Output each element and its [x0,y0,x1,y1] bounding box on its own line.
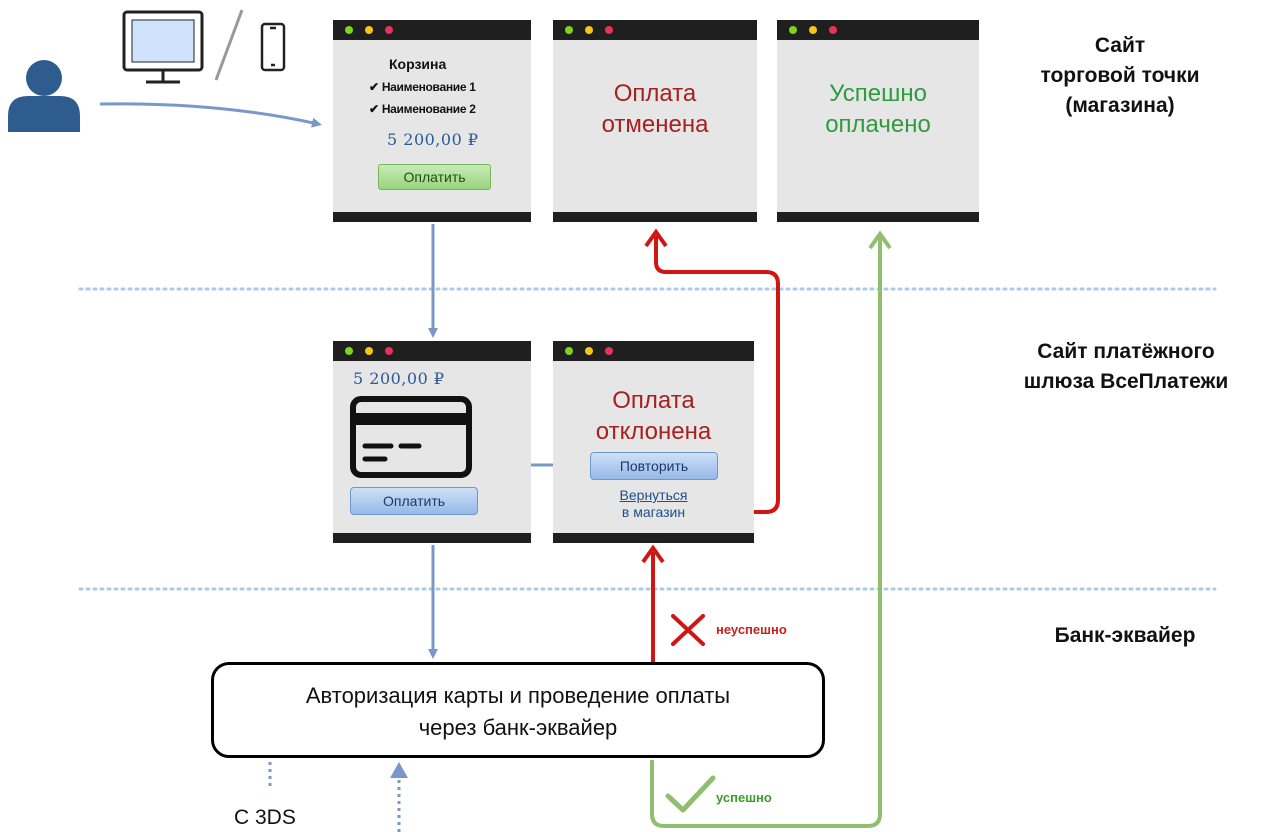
success-window: Успешно оплачено [777,20,979,222]
user-icon [8,60,80,132]
declined-window: Оплата отклонена Повторить Вернуться в м… [553,341,754,543]
fail-label: неуспешно [716,622,787,637]
card-pay-button[interactable]: Оплатить [350,487,478,515]
bank-authorization-box: Авторизация карты и проведение оплаты че… [211,662,825,758]
window-titlebar [333,341,531,361]
cancelled-line-1: Оплата [613,80,697,107]
window-bottombar [777,212,979,222]
check-icon: ✔ [369,102,379,116]
3ds-return-arrowhead [390,762,408,778]
cart-price: 5 200,00 ₽ [387,130,479,149]
cart-pay-button[interactable]: Оплатить [378,164,491,190]
card-window: 5 200,00 ₽ Оплатить [333,341,531,543]
success-line-1: Успешно [829,80,927,107]
arrow-user-to-cart [99,102,322,128]
declined-status: Оплата отклонена [553,385,754,447]
red-dot [605,26,613,34]
cart-item-label: Наименование 2 [381,102,476,116]
yellow-dot [585,347,593,355]
gateway-label-line-1: Сайт платёжного [1037,340,1215,363]
yellow-dot [365,26,373,34]
red-dot [605,347,613,355]
window-titlebar [333,20,531,40]
green-dot [565,26,573,34]
retry-button[interactable]: Повторить [590,452,718,480]
cart-item-label: Наименование 1 [381,80,476,94]
window-bottombar [553,533,754,543]
cancelled-line-2: отменена [601,111,709,138]
cart-item-2: ✔ Наименование 2 [369,102,476,116]
success-label: успешно [716,790,772,805]
yellow-dot [365,347,373,355]
merchant-label-line-3: (магазина) [1065,94,1175,117]
cart-item-1: ✔ Наименование 1 [369,80,476,94]
card-price: 5 200,00 ₽ [353,369,445,388]
merchant-label-line-2: торговой точки [1040,64,1200,87]
merchant-section-label: Сайт торговой точки (магазина) [1010,31,1230,121]
check-icon: ✔ [369,80,379,94]
bank-box-line-1: Авторизация карты и проведение оплаты [305,683,731,708]
phone-icon [260,22,286,72]
monitor-icon [122,10,204,84]
return-link-line-2[interactable]: в магазин [621,504,686,520]
window-bottombar [333,533,531,543]
success-check-icon [665,775,716,813]
bank-section-label: Банк-эквайер [1054,624,1196,647]
credit-card-icon [350,396,472,478]
fail-x-icon [671,614,705,646]
green-dot [789,26,797,34]
return-to-shop-link[interactable]: Вернуться в магазин [553,487,754,521]
window-bottombar [553,212,757,222]
bank-box-line-2: через банк-эквайер [418,715,618,740]
gateway-section-label: Сайт платёжного шлюза ВсеПлатежи [995,337,1257,397]
arrow-bank-to-success [650,238,882,828]
window-titlebar [777,20,979,40]
cart-title: Корзина [389,56,447,72]
green-dot [565,347,573,355]
merchant-label-line-1: Сайт [1094,34,1146,57]
arrowhead-success [868,230,892,250]
window-bottombar [333,212,531,222]
red-dot [829,26,837,34]
red-dot [385,26,393,34]
window-titlebar [553,341,754,361]
arrowhead-declined [641,544,665,564]
device-slash [214,9,244,81]
return-link-line-1[interactable]: Вернуться [619,487,688,503]
cancelled-window: Оплата отменена [553,20,757,222]
yellow-dot [585,26,593,34]
arrow-return-to-cancelled [654,236,780,514]
window-titlebar [553,20,757,40]
cancelled-status: Оплата отменена [553,78,757,140]
arrowhead-cancelled [644,228,668,248]
success-status: Успешно оплачено [777,78,979,140]
gateway-label-line-2: шлюза ВсеПлатежи [1023,370,1229,393]
cart-window: Корзина ✔ Наименование 1 ✔ Наименование … [333,20,531,222]
yellow-dot [809,26,817,34]
declined-line-1: Оплата [612,387,695,414]
declined-line-2: отклонена [595,418,712,445]
success-line-2: оплачено [825,111,931,138]
green-dot [345,347,353,355]
red-dot [385,347,393,355]
3ds-label: С 3DS [234,806,296,829]
green-dot [345,26,353,34]
